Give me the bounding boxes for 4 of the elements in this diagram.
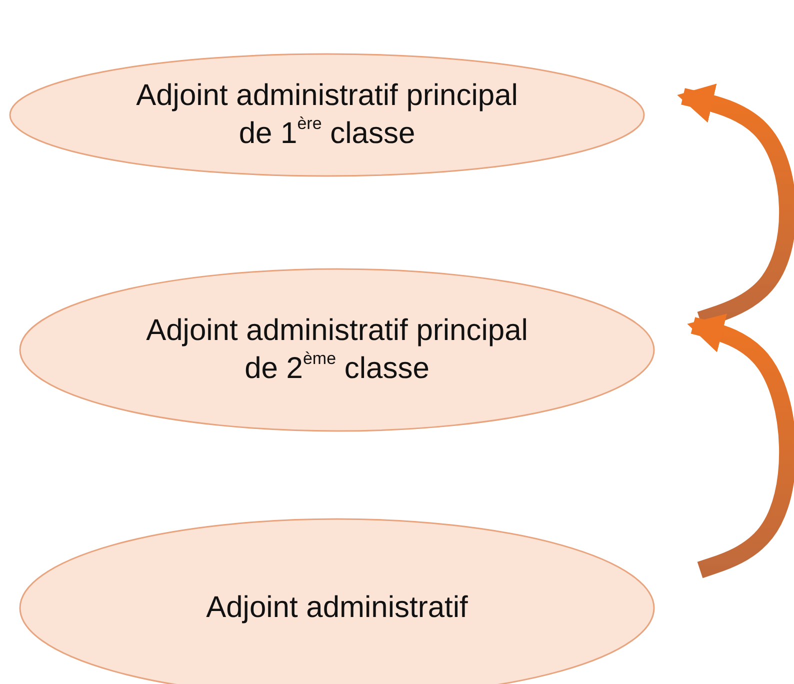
- curved-arrow: [687, 314, 794, 578]
- grade-label: Adjoint administratif principal de 1$^{ère}$ classe: [135, 78, 519, 152]
- grade-label: Adjoint administratif principal de 2$^{ème}$ classe: [145, 313, 529, 387]
- grade-label: Adjoint administratif: [205, 590, 469, 626]
